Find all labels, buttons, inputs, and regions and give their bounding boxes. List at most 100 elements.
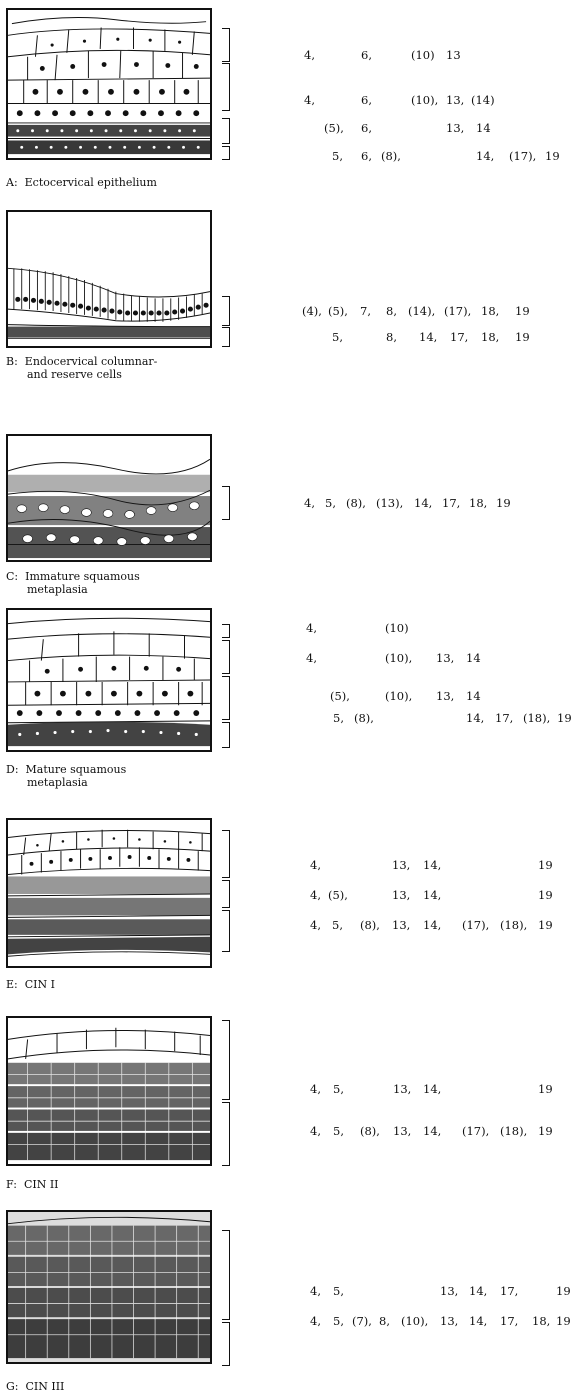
keratin-marker: (7), bbox=[352, 1314, 372, 1328]
keratin-marker: 19 bbox=[538, 1082, 553, 1096]
keratin-marker: (8), bbox=[360, 1124, 380, 1138]
panel-b: B: Endocervical columnar- and reserve ce… bbox=[0, 200, 574, 420]
keratin-marker: 5, bbox=[332, 918, 343, 932]
panel-e: E: CIN I 4,13,14,194,(5),13,14,194,5,(8)… bbox=[0, 810, 574, 1000]
keratin-marker: 14, bbox=[476, 149, 494, 163]
keratin-marker: (10), bbox=[411, 93, 438, 107]
endocervical-cells-drawing bbox=[6, 210, 212, 348]
cell-layers-svg bbox=[8, 212, 210, 346]
panel-g: G: CIN III 4,5,13,14,17,194,5,(7),8,(10)… bbox=[0, 1200, 574, 1396]
panel-caption: A: Ectocervical epithelium bbox=[6, 176, 157, 189]
layer-bracket bbox=[222, 676, 230, 720]
layer-bracket bbox=[222, 486, 230, 520]
keratin-marker: 17, bbox=[500, 1284, 518, 1298]
keratin-marker: 14, bbox=[466, 711, 484, 725]
keratin-marker: 4, bbox=[304, 48, 315, 62]
keratin-marker: (5), bbox=[328, 888, 348, 902]
keratin-marker: 19 bbox=[538, 918, 553, 932]
keratin-marker: 14, bbox=[423, 1124, 441, 1138]
keratin-marker: (8), bbox=[381, 149, 401, 163]
keratin-marker: 6, bbox=[361, 121, 372, 135]
keratin-marker: 19 bbox=[556, 1314, 571, 1328]
keratin-marker: 13, bbox=[392, 888, 410, 902]
cell-layers-svg bbox=[8, 1018, 210, 1164]
keratin-marker: 4, bbox=[310, 1082, 321, 1096]
keratin-marker: (13), bbox=[376, 496, 403, 510]
cell-layers-svg bbox=[8, 1212, 210, 1362]
keratin-marker: 19 bbox=[515, 304, 530, 318]
keratin-marker: 4, bbox=[306, 621, 317, 635]
keratin-marker: 14, bbox=[414, 496, 432, 510]
keratin-marker: 18, bbox=[481, 304, 499, 318]
keratin-marker: 19 bbox=[538, 858, 553, 872]
keratin-marker: 5, bbox=[333, 1124, 344, 1138]
panel-c: C: Immature squamous metaplasia 4,5,(8),… bbox=[0, 420, 574, 600]
cell-layers-svg bbox=[8, 820, 210, 966]
keratin-marker: 4, bbox=[304, 496, 315, 510]
keratin-marker: 17, bbox=[442, 496, 460, 510]
panel-caption: G: CIN III bbox=[6, 1380, 64, 1393]
keratin-marker: (18), bbox=[500, 1124, 527, 1138]
cell-layers-svg bbox=[8, 436, 210, 560]
keratin-marker: (4), bbox=[302, 304, 322, 318]
keratin-marker: (17), bbox=[444, 304, 471, 318]
keratin-marker: 6, bbox=[361, 93, 372, 107]
panel-d: D: Mature squamous metaplasia 4,(10)4,(1… bbox=[0, 600, 574, 810]
panel-caption: F: CIN II bbox=[6, 1178, 59, 1191]
layer-bracket bbox=[222, 722, 230, 748]
panel-caption: C: Immature squamous metaplasia bbox=[6, 570, 140, 596]
layer-bracket bbox=[222, 1020, 230, 1100]
keratin-marker: 8, bbox=[386, 330, 397, 344]
cin-ii-drawing bbox=[6, 1016, 212, 1166]
keratin-marker: 18, bbox=[469, 496, 487, 510]
layer-bracket bbox=[222, 28, 230, 62]
keratin-marker: (8), bbox=[360, 918, 380, 932]
cin-iii-drawing bbox=[6, 1210, 212, 1364]
ectocervical-epithelium-drawing bbox=[6, 8, 212, 160]
keratin-marker: 13, bbox=[392, 918, 410, 932]
keratin-marker: 14 bbox=[466, 651, 481, 665]
keratin-marker: 13, bbox=[436, 651, 454, 665]
layer-bracket bbox=[222, 118, 230, 144]
layer-bracket bbox=[222, 640, 230, 674]
keratin-marker: 17, bbox=[500, 1314, 518, 1328]
keratin-marker: 7, bbox=[360, 304, 371, 318]
keratin-marker: 8, bbox=[379, 1314, 390, 1328]
keratin-marker: 13, bbox=[446, 93, 464, 107]
layer-bracket bbox=[222, 910, 230, 952]
layer-bracket bbox=[222, 1322, 230, 1366]
keratin-marker: 4, bbox=[310, 858, 321, 872]
keratin-marker: (8), bbox=[354, 711, 374, 725]
keratin-marker: 17, bbox=[450, 330, 468, 344]
keratin-marker: 13, bbox=[440, 1284, 458, 1298]
keratin-marker: 13, bbox=[440, 1314, 458, 1328]
keratin-marker: 14, bbox=[423, 888, 441, 902]
keratin-marker: 5, bbox=[333, 1314, 344, 1328]
keratin-marker: 19 bbox=[538, 888, 553, 902]
layer-bracket bbox=[222, 1230, 230, 1320]
layer-bracket bbox=[222, 1102, 230, 1166]
keratin-marker: 14, bbox=[419, 330, 437, 344]
keratin-marker: 19 bbox=[545, 149, 560, 163]
keratin-marker: 4, bbox=[306, 651, 317, 665]
cin-i-drawing bbox=[6, 818, 212, 968]
keratin-marker: (18), bbox=[523, 711, 550, 725]
cell-layers-svg bbox=[8, 610, 210, 750]
keratin-marker: 14 bbox=[476, 121, 491, 135]
keratin-marker: 6, bbox=[361, 48, 372, 62]
keratin-marker: 5, bbox=[333, 1284, 344, 1298]
layer-bracket bbox=[222, 830, 230, 878]
keratin-marker: (5), bbox=[324, 121, 344, 135]
keratin-marker: (17), bbox=[462, 1124, 489, 1138]
panel-f: F: CIN II 4,5,13,14,194,5,(8),13,14,(17)… bbox=[0, 1000, 574, 1200]
layer-bracket bbox=[222, 146, 230, 160]
keratin-marker: 19 bbox=[556, 1284, 571, 1298]
keratin-marker: 4, bbox=[310, 888, 321, 902]
keratin-marker: 18, bbox=[481, 330, 499, 344]
keratin-marker: (10), bbox=[401, 1314, 428, 1328]
keratin-marker: 5, bbox=[332, 330, 343, 344]
layer-bracket bbox=[222, 880, 230, 908]
keratin-marker: 5, bbox=[325, 496, 336, 510]
keratin-marker: 19 bbox=[496, 496, 511, 510]
keratin-marker: 19 bbox=[515, 330, 530, 344]
